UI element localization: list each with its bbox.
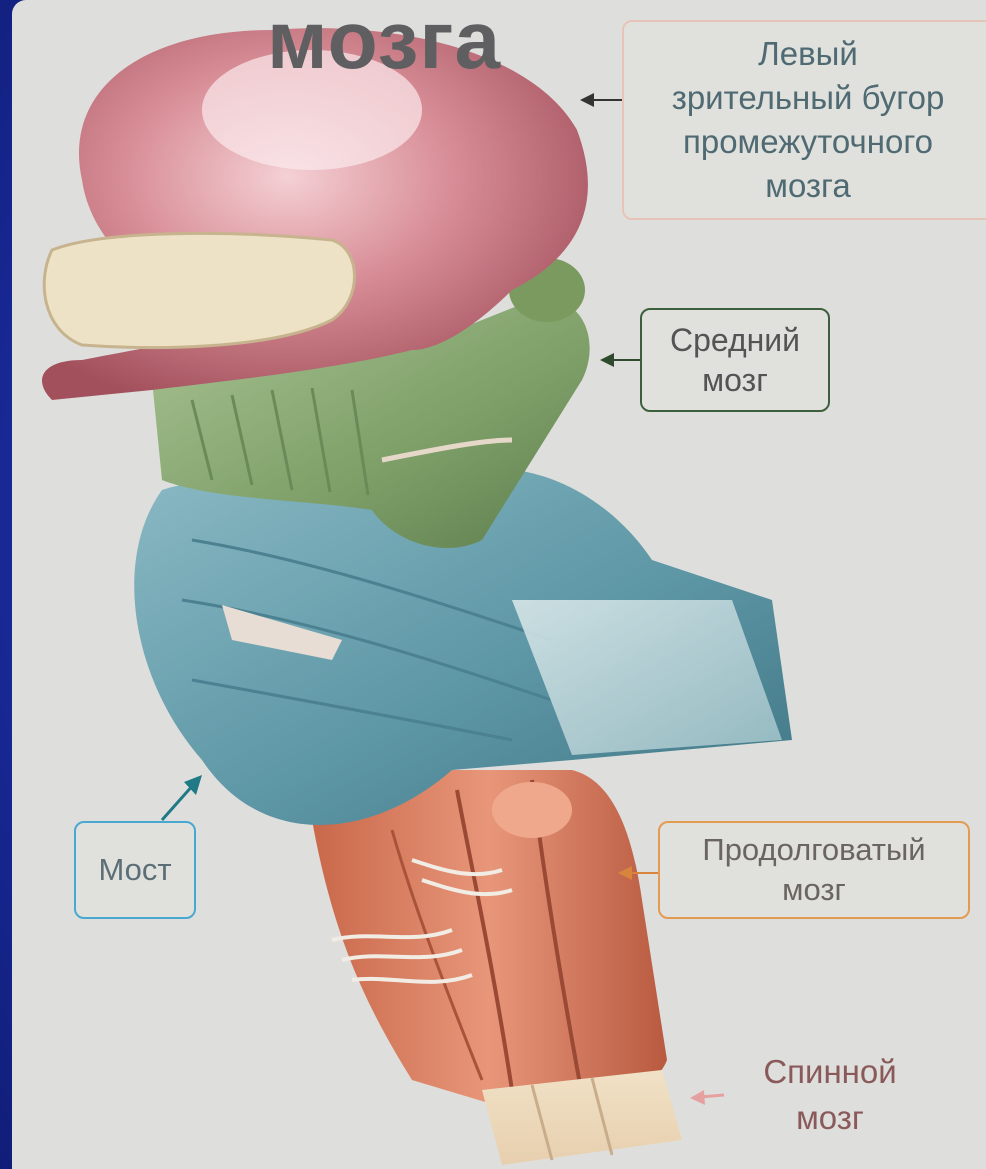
label-spinal-cord: Спинной мозг [742, 1045, 918, 1145]
slide-title: мозга [267, 0, 501, 82]
label-pons: Мост [74, 821, 196, 919]
label-midbrain: Средний мозг [640, 308, 830, 412]
medulla-shape [312, 770, 667, 1113]
cut-surface-shape [44, 233, 354, 347]
content-panel: мозга Левый зрительный бугор промежуточн… [12, 0, 986, 1169]
label-medulla: Продолговатый мозг [658, 821, 970, 919]
label-thalamus: Левый зрительный бугор промежуточного мо… [622, 20, 986, 220]
